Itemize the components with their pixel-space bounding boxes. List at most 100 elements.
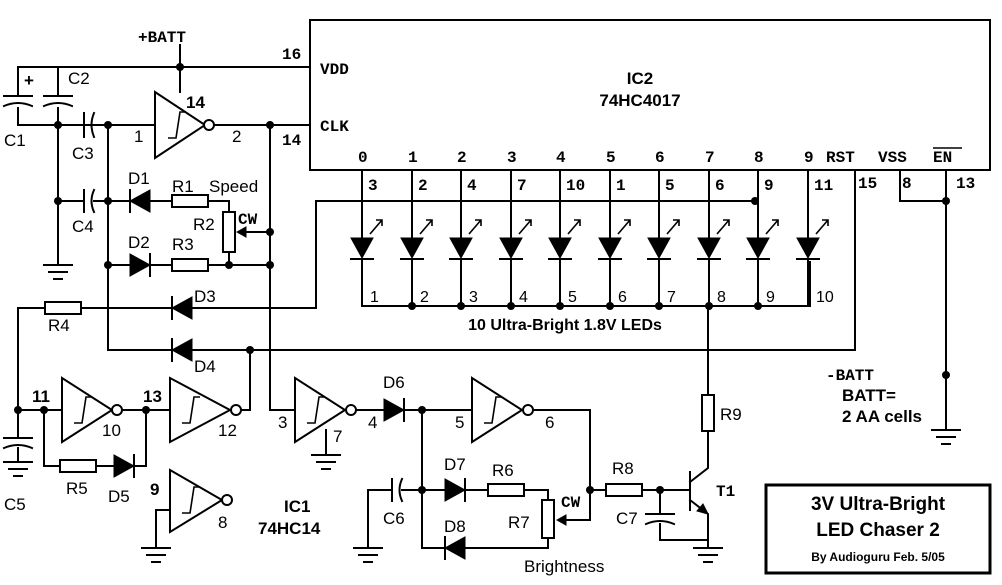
r5-label: R5 (66, 479, 88, 498)
led-light-arrow-0 (369, 219, 383, 235)
led-8 (746, 237, 770, 260)
output-label-2: 2 (457, 149, 467, 167)
clk-to-gate4 (269, 124, 296, 411)
ground-node-wire (17, 107, 109, 126)
led-number-8: 9 (766, 289, 775, 306)
ic2-rst-pin: 15 (858, 175, 877, 193)
led-number-1: 2 (420, 289, 429, 306)
brightness-node-wire (421, 409, 446, 549)
gate5 (471, 376, 524, 444)
ground-symbol-1 (43, 264, 73, 280)
gate2-out-pin: 10 (102, 421, 121, 440)
output-label-3: 3 (507, 149, 517, 167)
gate2-in-pin: 11 (32, 387, 50, 406)
r6-label: R6 (492, 461, 514, 480)
ground-symbol-7 (931, 429, 961, 445)
ic1-name: IC1 (284, 497, 310, 516)
c2-plate2 (42, 102, 74, 108)
c7-label: C7 (616, 509, 638, 528)
led-light-arrow-4 (567, 219, 581, 235)
led-9 (796, 237, 820, 260)
c2-label: C2 (68, 69, 90, 88)
led-number-7: 8 (717, 289, 726, 306)
d8-wire (464, 537, 549, 549)
d7-diode (444, 478, 467, 502)
gate3-in-pin: 13 (143, 387, 162, 406)
d7-label: D7 (444, 455, 466, 474)
led-light-arrow-2 (468, 219, 482, 235)
junction (176, 63, 184, 71)
output-label-9: 9 (804, 149, 814, 167)
led-7 (697, 237, 721, 260)
output-pin-4: 10 (566, 177, 585, 195)
r6-r7-wire (523, 489, 549, 501)
r7-wiper-wire (559, 489, 591, 521)
gate1-out-pin: 2 (232, 127, 241, 146)
led-light-arrow-6 (666, 219, 680, 235)
gate2-schmitt (74, 396, 92, 424)
output-label-0: 0 (358, 149, 368, 167)
led-light-arrow-9 (815, 219, 829, 235)
r9-resistor (701, 394, 715, 432)
t1-collector (688, 454, 709, 484)
r7-wiper (555, 514, 567, 526)
gate1-bubble (203, 119, 215, 131)
gate6-schmitt (182, 486, 200, 514)
led-number-3: 4 (519, 289, 528, 306)
d8-diode (443, 536, 466, 560)
led-5 (598, 237, 622, 260)
r6-resistor (487, 483, 525, 497)
c4-label: C4 (72, 217, 94, 236)
ic2-clk-label: CLK (320, 118, 349, 136)
batt-note-1: BATT= (842, 386, 896, 405)
ic2-pin16: 16 (282, 46, 301, 64)
c1-plate2 (2, 102, 34, 108)
led-6 (647, 237, 671, 260)
ic2-name: IC2 (627, 69, 653, 88)
d4-to-rst (191, 169, 856, 351)
ic2-en-pin: 13 (956, 175, 975, 193)
led-number-4: 5 (568, 289, 577, 306)
led-light-arrow-8 (765, 219, 779, 235)
gate6 (169, 468, 224, 534)
r7-cw: CW (561, 494, 581, 512)
led-light-arrow-7 (716, 219, 730, 235)
c4-plate2 (90, 188, 96, 214)
vss-wire (899, 169, 947, 202)
output-pin-2: 4 (467, 177, 477, 195)
ic2-rst-label: RST (826, 149, 855, 167)
title-line2: LED Chaser 2 (816, 520, 940, 541)
gate2 (61, 376, 114, 444)
d2-label: D2 (128, 233, 150, 252)
d4-label: D4 (194, 357, 216, 376)
d5-right-wire (133, 409, 147, 467)
ic2-vss-label: VSS (878, 149, 907, 167)
c3-label: C3 (72, 144, 94, 163)
led-1 (400, 237, 424, 260)
r1-label: R1 (172, 177, 194, 196)
d5-label: D5 (108, 487, 130, 506)
d4-diode (170, 338, 193, 362)
c1-plus: + (24, 71, 34, 90)
r3-resistor (171, 258, 209, 272)
led-4 (548, 237, 572, 260)
output-pin-6: 5 (665, 177, 675, 195)
c6-left-wire (367, 489, 393, 549)
led-number-2: 3 (469, 289, 478, 306)
d8-label: D8 (444, 517, 466, 536)
output-pin-5: 1 (616, 177, 626, 195)
gate4 (294, 376, 347, 444)
ground-symbol-2 (3, 447, 33, 477)
r7-pot (541, 499, 555, 539)
r9-label: R9 (720, 405, 742, 424)
gate2-bubble (111, 404, 123, 416)
ground-symbol-5 (353, 547, 383, 563)
r2-label: R2 (193, 215, 215, 234)
r2-cw: CW (238, 211, 258, 229)
c5-label: C5 (4, 495, 26, 514)
led-3 (499, 237, 523, 260)
d2-diode (129, 253, 152, 277)
gate4-schmitt (307, 396, 325, 424)
